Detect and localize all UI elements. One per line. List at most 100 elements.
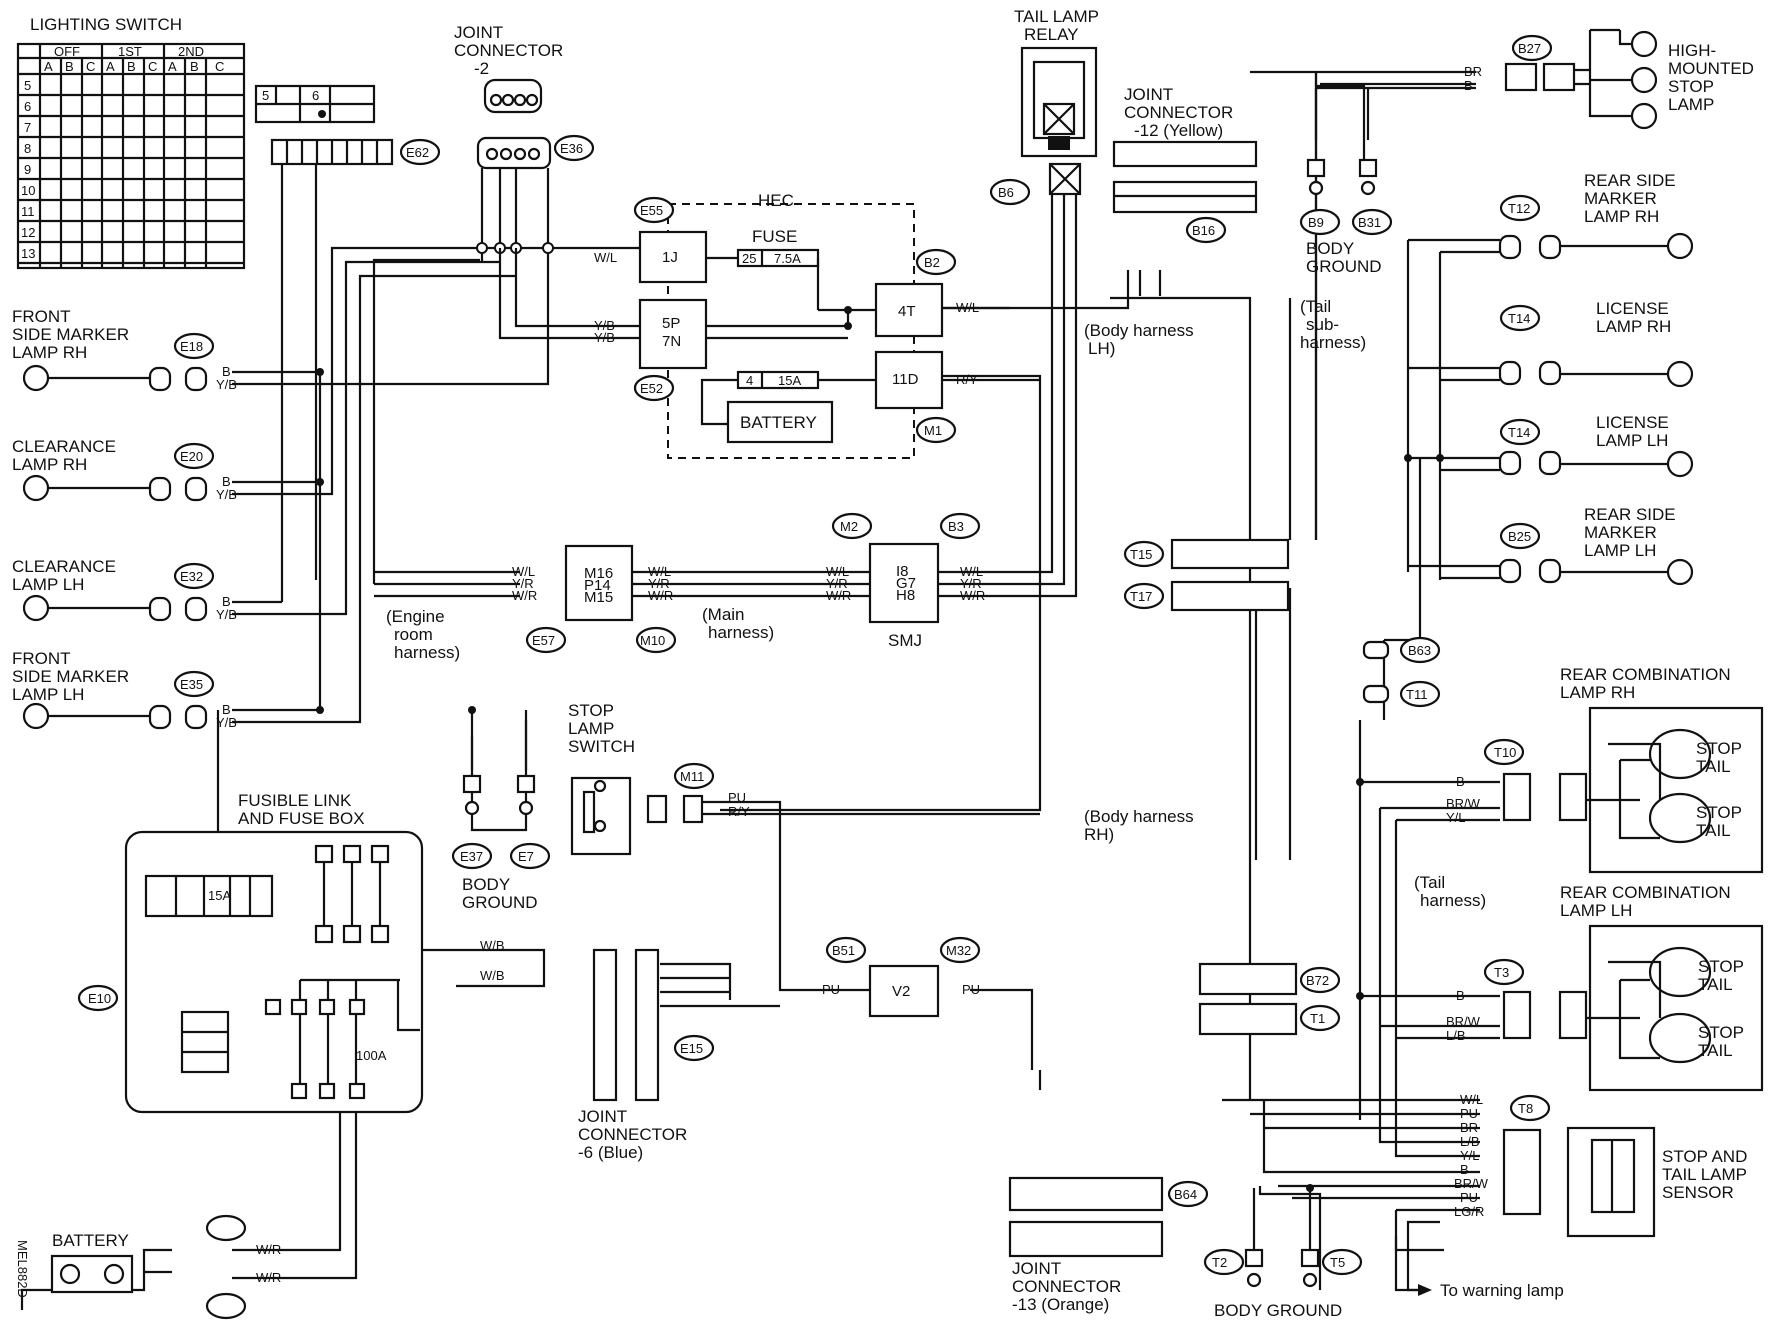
body-ground-b9-b31: B9 B31 BODY GROUND — [1299, 88, 1393, 276]
fsm-lh-line3: LAMP LH — [12, 685, 84, 704]
rc-rh-tail1: TAIL — [1696, 757, 1731, 776]
lic-lh-line1: LICENSE — [1596, 413, 1669, 432]
t9-b: B — [1456, 988, 1465, 1003]
wl-e35-b: B — [222, 702, 231, 717]
rear-combination-rh: REAR COMBINATION LAMP RH T10 STOP TAIL S… — [1483, 665, 1764, 874]
sensor-line1: STOP AND — [1662, 1147, 1747, 1166]
wl-fl-wb2: W/B — [480, 968, 505, 983]
rear-combination-lh: REAR COMBINATION LAMP LH T3 STOP TAIL ST… — [1483, 883, 1764, 1092]
wl-hec-yb2: Y/B — [594, 330, 615, 345]
switch-col-a2: A — [106, 59, 115, 74]
harness-main-1: (Main — [702, 605, 745, 624]
fuse-15a-hec: 15A — [778, 373, 801, 388]
tail-lamp-relay: TAIL LAMP RELAY — [1014, 7, 1099, 158]
sls-line3: SWITCH — [568, 737, 635, 756]
joint-connector-2: JOINT CONNECTOR -2 E36 — [454, 23, 595, 170]
label-t11: B63 — [1408, 643, 1431, 658]
t8-lgr: LG/R — [1454, 1204, 1484, 1219]
wl-e32-yb: Y/B — [216, 607, 237, 622]
switch-row-13: 13 — [21, 246, 35, 261]
t3-b: B — [1456, 774, 1465, 789]
switch-col-b2: B — [127, 59, 136, 74]
lamp-license-rh: LICENSE LAMP RH T14 — [1498, 299, 1694, 388]
lic-lh-line2: LAMP LH — [1596, 431, 1668, 450]
label-t9: T3 — [1494, 965, 1509, 980]
harness-tail-1: (Tail — [1414, 873, 1445, 892]
switch-col-b3: B — [190, 59, 199, 74]
lamp-front-side-marker-lh: FRONT SIDE MARKER LAMP LH E35 — [12, 649, 215, 730]
body-ground-e15-line1: BODY — [462, 875, 510, 894]
label-b25: T15 — [1130, 547, 1152, 562]
wl-e10-wr2: W/R — [256, 1270, 281, 1285]
label-b3: B3 — [948, 519, 964, 534]
fsm-rh-line3: LAMP RH — [12, 343, 87, 362]
rc-lh-line2: LAMP LH — [1560, 901, 1632, 920]
t3-brw: BR/W — [1446, 796, 1481, 811]
label-t10: T11 — [1406, 687, 1427, 702]
rc-lh-line1: REAR COMBINATION — [1560, 883, 1731, 902]
harness-engine-room-1: (Engine — [386, 607, 445, 626]
harness-main-2: harness) — [708, 623, 774, 642]
left-wire-labels: B Y/B B Y/B B Y/B B Y/B W/L Y/B Y/B W/L … — [216, 64, 1482, 1285]
t8-brw: BR/W — [1454, 1176, 1489, 1191]
wl-m72-pu: PU — [822, 982, 840, 997]
to-warning-lamp: To warning lamp — [1394, 1236, 1564, 1300]
label-m32: M11 — [680, 769, 704, 784]
label-b9: B9 — [1308, 215, 1324, 230]
label-e55: E55 — [640, 203, 663, 218]
wl-m32-pu: PU — [728, 790, 746, 805]
connector-e57-m10: M16 P14 M15 E57 M10 — [525, 544, 677, 654]
wl-b3-wr: W/R — [960, 588, 985, 603]
cl-rh-line2: LAMP RH — [12, 455, 87, 474]
wl-m2-wl: W/L — [826, 564, 849, 579]
wl-11d-ry: R/Y — [956, 372, 978, 387]
term-m16: M16 — [584, 565, 613, 582]
rsm-lh-line1: REAR SIDE — [1584, 505, 1676, 524]
smj-label: SMJ — [888, 631, 922, 650]
wl-e20-yb: Y/B — [216, 487, 237, 502]
joint-connector-12-line1: JOINT — [1124, 85, 1173, 104]
sensor-line2: TAIL LAMP — [1662, 1165, 1747, 1184]
wl-e57-yr: Y/R — [512, 576, 534, 591]
joint-connector-12-line3: -12 (Yellow) — [1134, 121, 1223, 140]
t9-lb: L/B — [1446, 1028, 1466, 1043]
joint-connector-2-line3: -2 — [474, 59, 489, 78]
rsm-rh-line2: MARKER — [1584, 189, 1657, 208]
wl-m10-wr: W/R — [648, 588, 673, 603]
label-b6: B6 — [998, 185, 1014, 200]
hec-5p: 5P — [662, 315, 680, 332]
label-t1: T1 — [1310, 1011, 1325, 1026]
wl-b3-wl: W/L — [960, 564, 983, 579]
hmsl-line2: MOUNTED — [1668, 59, 1754, 78]
switch-col-b1: B — [65, 59, 74, 74]
rc-lh-stop2: STOP — [1698, 1023, 1744, 1042]
connector-b6: B6 — [989, 162, 1082, 206]
wl-e57-wl: W/L — [512, 564, 535, 579]
joint-connector-12-line2: CONNECTOR — [1124, 103, 1233, 122]
wl-e20-b: B — [222, 474, 231, 489]
wl-b51-pu: PU — [962, 982, 980, 997]
hmsl-line3: STOP — [1668, 77, 1714, 96]
lic-rh-line1: LICENSE — [1596, 299, 1669, 318]
hec-box: HEC 1J 5P 7N FUSE 25 7.5A 4T 4 15A 11D B… — [633, 191, 957, 459]
label-m10: M10 — [640, 633, 665, 648]
lic-rh-line2: LAMP RH — [1596, 317, 1671, 336]
label-t8: T8 — [1518, 1101, 1533, 1116]
fl-title-1: FUSIBLE LINK — [238, 791, 352, 810]
label-e7: E10 — [88, 991, 111, 1006]
switch-col-c1: C — [86, 59, 95, 74]
fuse-7-5a: 7.5A — [774, 251, 801, 266]
wl-e57-wr: W/R — [512, 588, 537, 603]
switch-pos-off: OFF — [54, 44, 80, 59]
label-e15: E37 — [460, 849, 483, 864]
tail-lamp-relay-line2: RELAY — [1024, 25, 1079, 44]
e62-pin-6: 6 — [312, 88, 319, 103]
harness-body-rh-1: (Body harness — [1084, 807, 1194, 826]
joint-connector-2-line1: JOINT — [454, 23, 503, 42]
t8-br: BR — [1460, 1120, 1478, 1135]
t8-lb: L/B — [1460, 1134, 1480, 1149]
harness-tail-2: harness) — [1420, 891, 1486, 910]
hec-4t: 4T — [898, 303, 916, 320]
label-e37: E7 — [518, 849, 534, 864]
connector-e62-face: 5 6 — [254, 84, 376, 124]
